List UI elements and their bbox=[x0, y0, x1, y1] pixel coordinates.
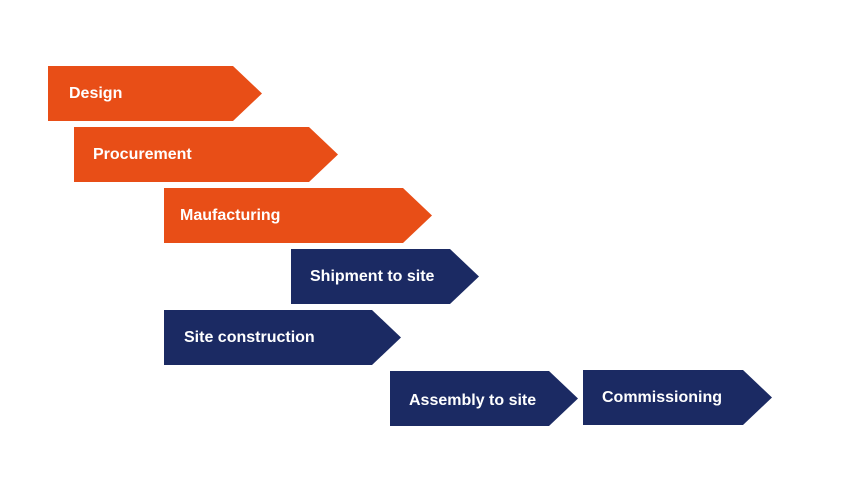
step-arrow-shipment: Shipment to site bbox=[291, 249, 479, 304]
step-arrow-site-construction: Site construction bbox=[164, 310, 401, 365]
step-label-assembly: Assembly to site bbox=[409, 391, 537, 409]
step-arrow-commissioning: Commissioning bbox=[583, 370, 772, 425]
step-label-procurement: Procurement bbox=[93, 145, 192, 163]
step-label-commissioning: Commissioning bbox=[602, 388, 723, 406]
step-label-site-construction: Site construction bbox=[184, 328, 315, 346]
step-arrow-manufacturing: Maufacturing bbox=[164, 188, 432, 243]
step-label-manufacturing: Maufacturing bbox=[180, 206, 281, 224]
step-arrow-design: Design bbox=[48, 66, 262, 121]
step-label-shipment: Shipment to site bbox=[310, 267, 435, 285]
step-label-design: Design bbox=[69, 84, 123, 102]
step-arrow-procurement: Procurement bbox=[74, 127, 338, 182]
step-arrow-assembly: Assembly to site bbox=[390, 371, 578, 426]
